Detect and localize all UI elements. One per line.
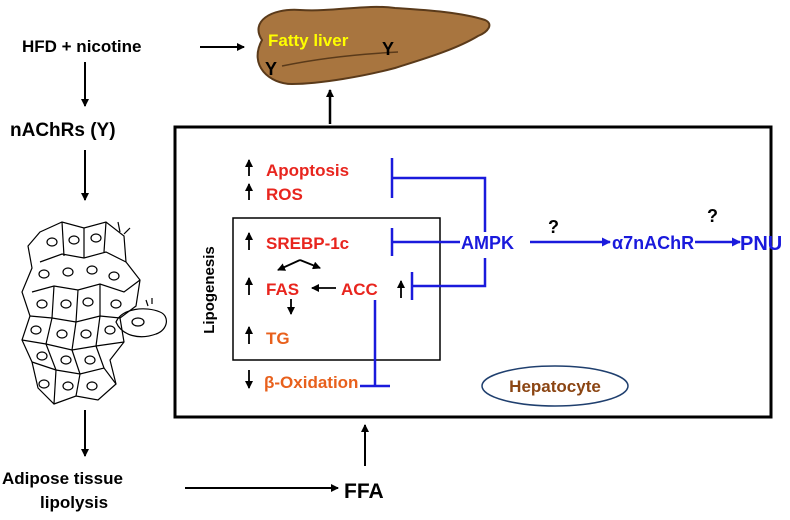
apoptosis-label: Apoptosis <box>266 161 349 180</box>
liver-icon <box>256 5 491 86</box>
a7nachr-label: α7nAChR <box>612 233 694 253</box>
hfd-nicotine-label: HFD + nicotine <box>22 37 141 56</box>
ros-label: ROS <box>266 185 303 204</box>
ffa-label: FFA <box>344 480 384 503</box>
lipolysis-label: lipolysis <box>40 493 108 512</box>
hepatocyte-label-oval <box>481 365 629 407</box>
fas-label: FAS <box>266 280 299 299</box>
adipose-tissue-label: Adipose tissue <box>2 469 123 488</box>
tg-label: TG <box>266 329 290 348</box>
ampk-label: AMPK <box>461 233 514 253</box>
hepatocyte-cell-box <box>173 125 773 419</box>
srebp-branch-arrows <box>277 259 336 315</box>
up-down-arrows <box>245 159 405 389</box>
beta-oxidation-label: β-Oxidation <box>264 373 358 392</box>
ampk-inhibition-lines <box>360 158 741 388</box>
pnu-label: PNU <box>740 233 782 255</box>
fatty-liver-label: Fatty liver <box>268 31 349 50</box>
nachrs-label: nAChRs (Y) <box>10 120 116 141</box>
adipocytes-icon <box>21 221 167 405</box>
question-mark-pnu: ? <box>707 206 718 226</box>
hepatocyte-label: Hepatocyte <box>509 377 601 396</box>
question-mark-ampk: ? <box>548 217 559 237</box>
liver-receptor-mark-right: Y <box>382 39 394 59</box>
lipogenesis-box <box>232 217 441 361</box>
liver-receptor-mark-left: Y <box>265 59 277 79</box>
srebp-label: SREBP-1c <box>266 234 349 253</box>
lipogenesis-label: Lipogenesis <box>201 246 218 334</box>
acc-label: ACC <box>341 280 378 299</box>
